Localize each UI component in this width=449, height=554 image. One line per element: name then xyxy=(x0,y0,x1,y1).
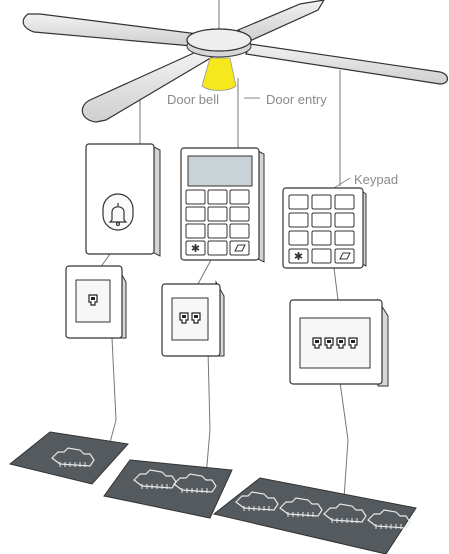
plate-connectors xyxy=(235,491,411,529)
door-bell-unit xyxy=(85,143,161,257)
keypad-key xyxy=(288,194,309,210)
door-entry-unit: ✱ xyxy=(180,147,265,263)
wall-socket-double xyxy=(161,280,225,357)
wall-socket-quad xyxy=(289,298,389,387)
wall-socket-single xyxy=(65,265,127,339)
fan-blade xyxy=(236,0,325,41)
callout-door-bell: Door bell xyxy=(167,92,219,107)
keypad-key xyxy=(207,240,228,256)
socket-ports xyxy=(312,337,358,349)
plate-connectors xyxy=(133,469,217,493)
door-bell-button xyxy=(102,193,134,231)
callout-door-entry: Door entry xyxy=(244,92,327,107)
keypad-key xyxy=(334,248,355,264)
door-entry-display xyxy=(187,155,253,187)
keypad-key xyxy=(311,230,332,246)
keypad-key xyxy=(334,212,355,228)
floor-plate-single xyxy=(8,431,129,485)
keypad-keys: ✱ xyxy=(288,194,355,264)
floor-plate-quad xyxy=(212,477,417,554)
door-entry-keypad: ✱ xyxy=(185,189,250,256)
keypad-key xyxy=(334,230,355,246)
fan-blade xyxy=(81,51,216,123)
rj45-port-contact xyxy=(194,315,198,318)
label-door-bell: Door bell xyxy=(167,92,219,107)
socket-ports xyxy=(88,294,98,306)
keypad-key xyxy=(207,206,228,222)
keypad-key xyxy=(185,240,206,256)
keypad-key xyxy=(334,194,355,210)
floor-plate-double xyxy=(103,459,233,519)
keypad-key xyxy=(207,223,228,239)
ceiling-fan xyxy=(22,0,449,123)
socket-ports xyxy=(179,312,201,324)
callout-keypad: Keypad xyxy=(333,172,398,189)
keypad-key xyxy=(288,248,309,264)
asterisk-icon: ✱ xyxy=(191,242,200,255)
keypad-key xyxy=(229,206,250,222)
rj45-port-contact xyxy=(351,340,355,343)
rj45-port-contact xyxy=(182,315,186,318)
keypad-key xyxy=(311,212,332,228)
cables xyxy=(99,0,349,499)
fan-blade xyxy=(22,13,199,47)
keypad-key xyxy=(288,230,309,246)
keypad-key xyxy=(229,223,250,239)
keypad-key xyxy=(229,240,250,256)
keypad-unit: ✱ xyxy=(282,187,367,269)
keypad-key xyxy=(185,189,206,205)
rj45-port-contact xyxy=(91,297,95,300)
keypad-key xyxy=(185,206,206,222)
keypad-key xyxy=(229,189,250,205)
rj45-port-contact xyxy=(327,340,331,343)
keypad-key xyxy=(311,194,332,210)
plate-connectors xyxy=(51,447,95,467)
fan-blade xyxy=(245,43,449,85)
keypad-key xyxy=(207,189,228,205)
hash-key-icon xyxy=(339,252,351,260)
keypad-key xyxy=(311,248,332,264)
keypad-key xyxy=(288,212,309,228)
rj45-port-contact xyxy=(315,340,319,343)
rj45-port-contact xyxy=(339,340,343,343)
label-keypad: Keypad xyxy=(354,172,398,187)
keypad-key xyxy=(185,223,206,239)
bell-icon xyxy=(108,203,128,227)
hash-key-icon xyxy=(234,244,246,252)
ceiling-light xyxy=(201,57,237,91)
asterisk-icon: ✱ xyxy=(294,250,303,263)
label-door-entry: Door entry xyxy=(266,92,327,107)
